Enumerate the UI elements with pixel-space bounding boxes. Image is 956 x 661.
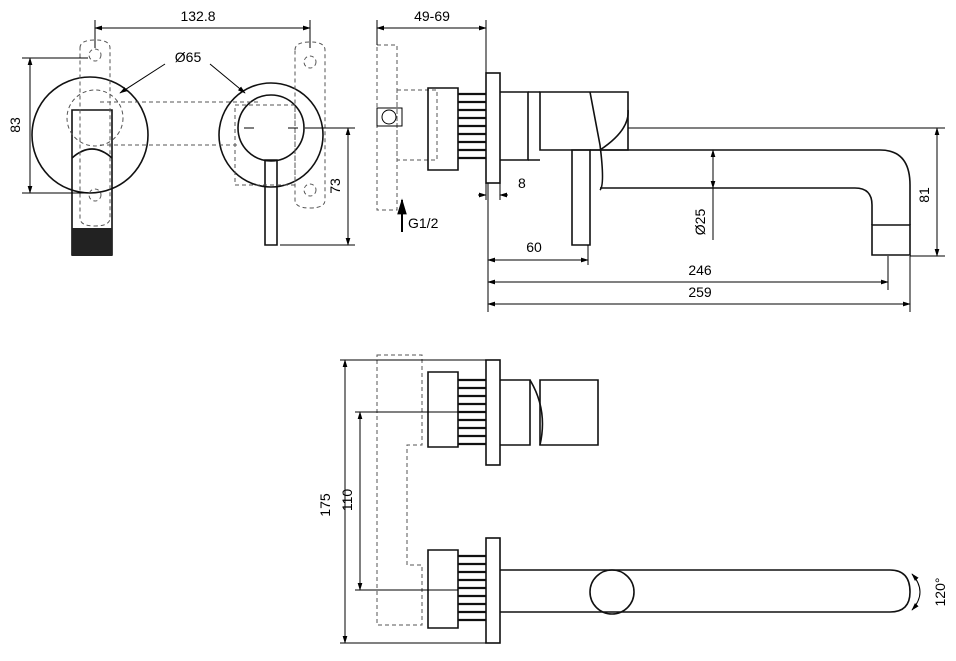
spout-outlet	[871, 224, 911, 256]
dim-rosette-diameter: Ø65	[175, 49, 202, 65]
dim-spout-diameter: Ø25	[692, 209, 708, 236]
left-rosette	[31, 76, 149, 194]
dim-handle-depth: 60	[526, 239, 542, 255]
spout-top	[500, 569, 911, 613]
upper-wall-plate	[485, 359, 501, 466]
dim-lever-height: 73	[327, 178, 343, 194]
dim-plate-spacing: 132.8	[180, 8, 215, 24]
dim-gap: 8	[518, 175, 526, 191]
thread-lines-upper	[458, 378, 486, 446]
dim-wall-depth: 49-69	[414, 8, 450, 24]
right-lever	[264, 159, 278, 246]
handle-top	[539, 379, 599, 446]
dim-centre-distance: 110	[339, 489, 355, 512]
dim-total-length: 259	[688, 284, 712, 300]
side-view: 49-69 G1/2 8 60 Ø25 81 246 259	[376, 8, 945, 312]
thread-lines-lower	[458, 554, 486, 622]
dim-spout-reach: 246	[688, 262, 712, 278]
dim-rosette-height: 83	[7, 117, 23, 133]
dim-total-height: 175	[317, 493, 333, 517]
thread-lines-top	[458, 92, 486, 160]
front-view: 132.8 Ø65 83 73	[7, 8, 355, 256]
dim-spout-height: 81	[916, 187, 932, 203]
left-handle-tip	[72, 228, 112, 256]
top-view: 120° 175 110	[317, 354, 948, 644]
right-rosette	[218, 82, 324, 188]
dim-rotation-angle: 120°	[932, 578, 948, 607]
thread-label: G1/2	[408, 215, 439, 231]
lower-wall-plate	[485, 537, 501, 644]
spout-knob	[589, 569, 635, 615]
wall-plate	[485, 72, 501, 184]
side-handle	[571, 149, 591, 246]
